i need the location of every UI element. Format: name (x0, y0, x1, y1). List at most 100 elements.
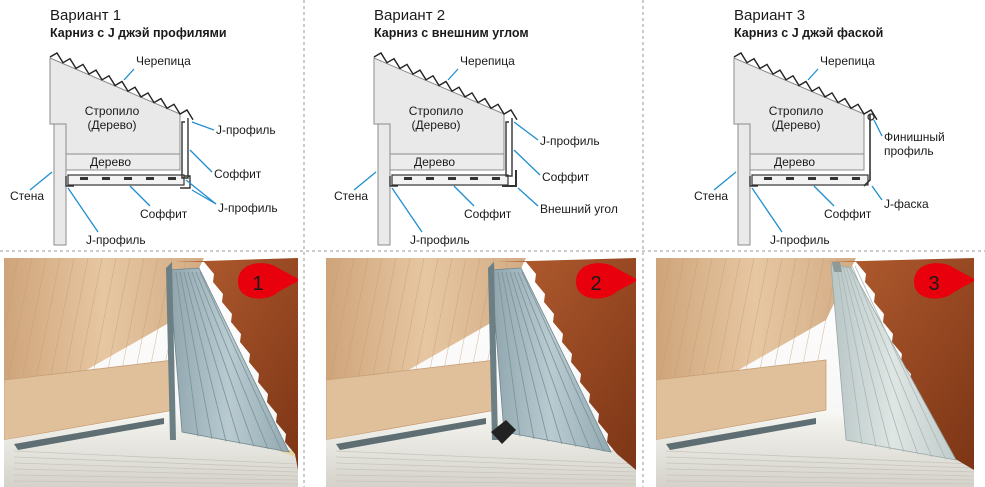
wood-grain (4, 258, 5, 260)
fascia-rib (179, 271, 213, 440)
label-soffit-right: Соффит (542, 170, 590, 184)
leader-outer-corner (517, 187, 539, 207)
j-profile-left-shape (65, 176, 74, 187)
variant-panel-3: Вариант 3 Карниз с J джэй фаскойЧерепицаС… (656, 7, 974, 487)
label-j-profile-left: J-профиль (770, 233, 830, 247)
leader-j-profile-left (391, 187, 423, 233)
soffit-line (13, 468, 298, 477)
variant-badge (576, 263, 636, 299)
soffit-line (665, 474, 974, 481)
fascia-rib (851, 265, 933, 458)
finish-profile-shape (867, 113, 875, 121)
outer-corner-trim (491, 420, 516, 444)
wood-grain (656, 258, 671, 331)
fascia-rib (505, 271, 549, 442)
label-tile: Черепица (820, 54, 875, 68)
fascia-rib (191, 271, 255, 447)
wood-beam-shape (65, 153, 181, 171)
soffit-groove (168, 177, 176, 180)
vinyl-fascia (490, 267, 612, 453)
soffit-line (335, 480, 636, 485)
variant-title: Вариант 1 (50, 7, 121, 24)
variant-subtitle: Карниз с J джэй фаской (734, 26, 883, 40)
j-profile-trim (666, 418, 816, 450)
eaves-3d-illustration: 1 (4, 258, 298, 487)
soffit-groove (404, 177, 412, 180)
eaves-schematic (49, 52, 194, 246)
variant-title: Вариант 2 (374, 7, 445, 24)
fascia-rib (842, 265, 891, 450)
label-soffit-bottom: Соффит (464, 207, 512, 221)
roof-tiles (174, 258, 298, 470)
label-wood: Дерево (774, 155, 815, 169)
leader-wall (713, 171, 737, 191)
label-rafter-material: (Дерево) (771, 118, 820, 132)
roof-tiles (496, 258, 636, 470)
soffit-groove (764, 177, 772, 180)
label-rafter: Стропило (409, 104, 464, 118)
label-rafter: Стропило (769, 104, 824, 118)
soffit-line (665, 450, 974, 465)
wood-beam (656, 359, 827, 441)
fascia-rib (187, 271, 241, 445)
soffit-panels (326, 412, 636, 487)
fascia-rib (199, 271, 283, 452)
label-wall: Стена (334, 189, 368, 203)
variant-badge-number: 3 (928, 273, 939, 295)
fascia-rib (509, 271, 563, 445)
soffit-line (335, 474, 636, 481)
soffit-line (665, 480, 974, 485)
leader-soffit-right (513, 149, 541, 176)
label-soffit-bottom: Соффит (824, 207, 872, 221)
soffit-line (335, 468, 636, 477)
roof-tiles (826, 258, 974, 470)
soffit-groove (146, 177, 154, 180)
fascia-rib (854, 265, 947, 460)
wall-shape (737, 117, 751, 246)
label-wall: Стена (694, 189, 728, 203)
roof-tile-line (733, 52, 878, 121)
roof-tile-line (49, 52, 194, 121)
rafter-underside (4, 258, 204, 410)
fascia-rib (195, 271, 269, 450)
wood-beam-shape (389, 153, 505, 171)
fascia-rib (183, 271, 227, 442)
leader-j-profile-left (751, 187, 783, 233)
wood-beam-shape (749, 153, 865, 171)
label-soffit-right: Соффит (214, 167, 262, 181)
label-finish-profile-1: Финишный (884, 130, 945, 144)
soffit-line (13, 480, 298, 485)
j-profile-left-shape (389, 176, 398, 187)
wall-shape (377, 117, 391, 246)
leader-tile (807, 68, 819, 81)
fascia-rib (839, 265, 877, 448)
soffit-line (335, 462, 636, 473)
label-soffit-bottom: Соффит (140, 207, 188, 221)
variant-title: Вариант 3 (734, 7, 805, 24)
label-tile: Черепица (460, 54, 515, 68)
soffit-line (13, 462, 298, 473)
vinyl-fascia (168, 267, 290, 453)
j-profile-vertical (166, 262, 176, 440)
leader-j-profile-right-bottom-a (191, 189, 217, 205)
soffit-groove (830, 177, 838, 180)
soffit-groove (470, 177, 478, 180)
label-j-chamfer: J-фаска (884, 197, 929, 211)
variant-badge-number: 2 (590, 273, 601, 295)
vinyl-fascia (830, 263, 957, 461)
soffit-groove (852, 177, 860, 180)
fascia-panel-shape (863, 114, 871, 187)
leader-soffit-bottom (129, 185, 151, 207)
label-rafter-material: (Дерево) (87, 118, 136, 132)
label-rafter-material: (Дерево) (411, 118, 460, 132)
soffit-line (665, 462, 974, 473)
label-wall: Стена (10, 189, 44, 203)
leader-j-chamfer (871, 185, 883, 201)
soffit-groove (492, 177, 500, 180)
label-j-profile-left: J-профиль (410, 233, 470, 247)
label-rafter: Стропило (85, 104, 140, 118)
leader-soffit-bottom (813, 185, 835, 207)
label-j-profile-right-top: J-профиль (540, 134, 600, 148)
